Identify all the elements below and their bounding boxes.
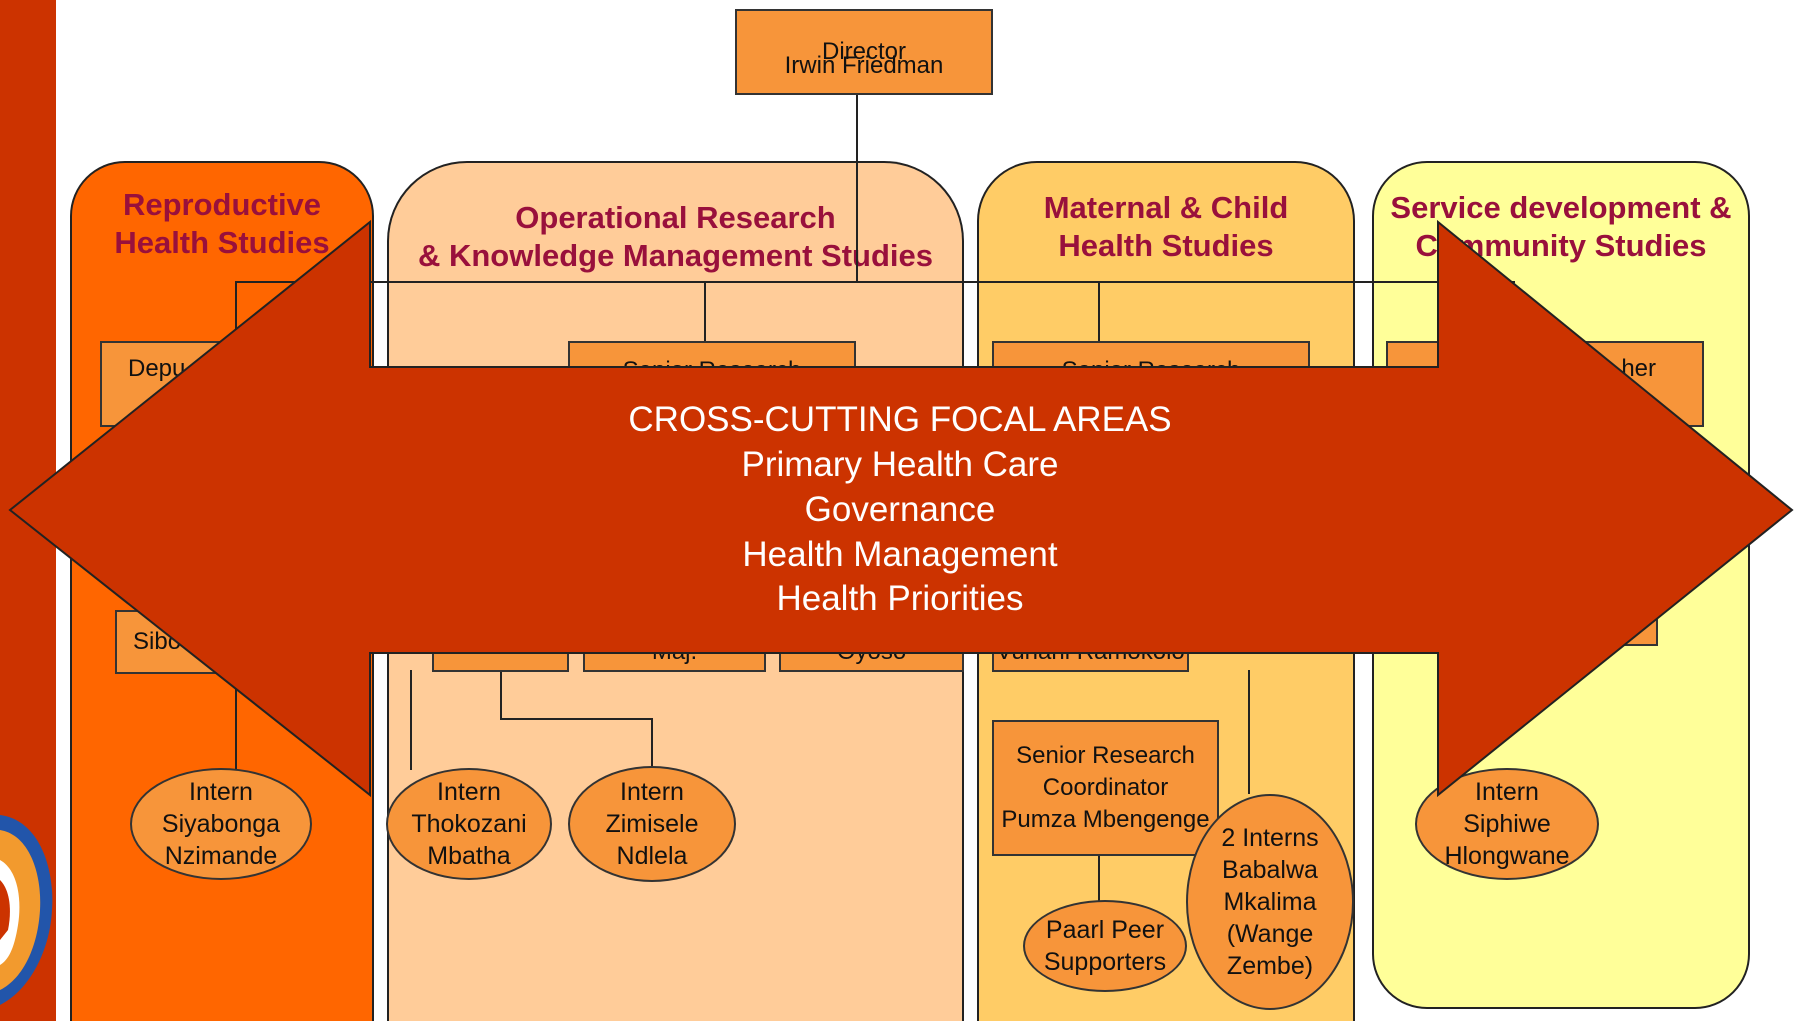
connector-or-down (704, 281, 706, 341)
oval-two-interns: 2 Interns Babalwa Mkalima (Wange Zembe) (1186, 794, 1354, 1010)
panel-title-reproductive: Reproductive Health Studies (114, 187, 330, 260)
oval-intern-siyabonga: Intern Siyabonga Nzimande (130, 768, 312, 880)
logo-emblem (0, 800, 56, 1021)
arrow-heading: CROSS-CUTTING FOCAL AREAS (628, 400, 1172, 439)
connector-director-down (856, 95, 858, 282)
connector-mch-down (1098, 281, 1100, 341)
connector-or-horiz (500, 718, 652, 720)
director-name: Irwin Friedman (784, 52, 944, 79)
panel-title-operational: Operational Research & Knowledge Managem… (417, 200, 933, 273)
arrow-item-health-management: Health Management (742, 535, 1058, 574)
arrow-item-primary-health-care: Primary Health Care (741, 445, 1059, 484)
panel-title-maternal: Maternal & Child Health Studies (1043, 190, 1289, 263)
connector-rh-down (235, 281, 237, 341)
connector-horizontal (235, 281, 1515, 283)
mch-coordinator-box: Senior Research Coordinator Pumza Mbenge… (992, 720, 1219, 856)
connector-rh-intern (235, 672, 237, 772)
oval-paarl-peer: Paarl Peer Supporters (1023, 900, 1187, 992)
connector-or-mid (500, 672, 502, 720)
oval-intern-thokozani: Intern Thokozani Mbatha (386, 768, 552, 880)
director-title: Director (821, 38, 906, 65)
connector-mch-paarl (1098, 856, 1100, 902)
arrow-item-governance: Governance (804, 490, 996, 529)
panel-title-service: Service development & Community Studies (1390, 190, 1732, 263)
director-box: Director Irwin Friedman (735, 9, 993, 95)
connector-or-zim (651, 718, 653, 766)
oval-intern-zimisele: Intern Zimisele Ndlela (568, 766, 736, 882)
arrow-item-health-priorities: Health Priorities (776, 579, 1024, 618)
connector-or-left (410, 670, 412, 770)
connector-mch-right (1248, 670, 1250, 794)
